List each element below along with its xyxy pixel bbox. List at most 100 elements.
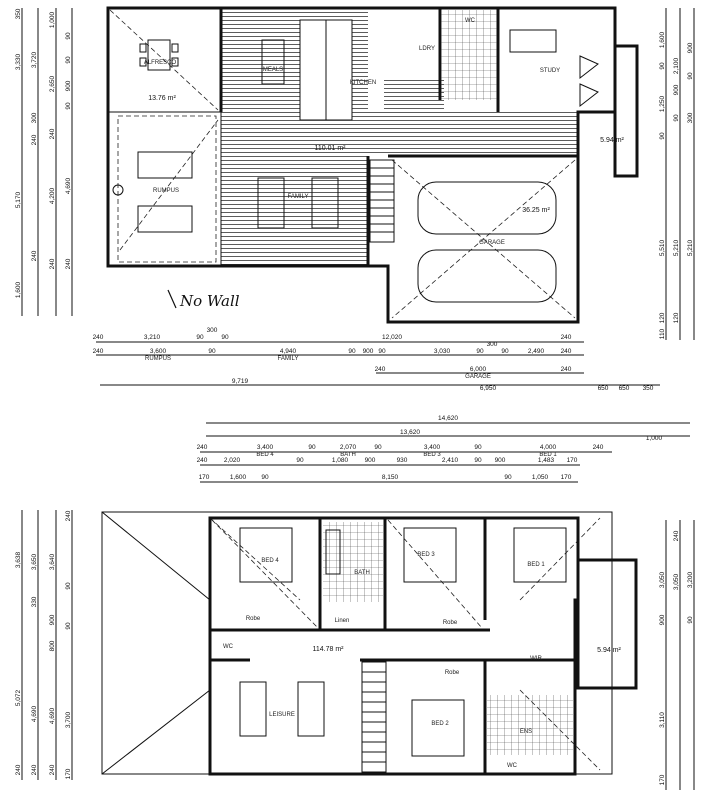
svg-text:3,200: 3,200: [687, 571, 694, 588]
svg-text:900: 900: [49, 614, 56, 625]
svg-text:90: 90: [308, 444, 316, 451]
svg-text:RUMPUS: RUMPUS: [145, 356, 171, 362]
svg-text:90: 90: [687, 72, 694, 80]
svg-text:1,600: 1,600: [15, 281, 22, 298]
svg-text:2,100: 2,100: [673, 57, 680, 74]
svg-text:BED 4: BED 4: [256, 452, 274, 458]
svg-text:3,650: 3,650: [31, 553, 38, 570]
svg-text:240: 240: [375, 366, 386, 373]
bed1-label: BED 1: [527, 562, 545, 568]
svg-text:2,490: 2,490: [528, 348, 545, 355]
svg-text:300: 300: [207, 327, 218, 334]
svg-text:240: 240: [15, 764, 22, 775]
svg-text:330: 330: [31, 596, 38, 607]
bath-tiles: [323, 522, 383, 602]
svg-text:1,600: 1,600: [230, 474, 247, 481]
svg-text:90: 90: [374, 444, 382, 451]
svg-text:2,020: 2,020: [224, 457, 241, 464]
linen-label: Linen: [335, 618, 350, 624]
svg-text:6,000: 6,000: [470, 366, 487, 373]
svg-text:240: 240: [561, 366, 572, 373]
svg-text:300: 300: [687, 112, 694, 123]
svg-text:3,400: 3,400: [424, 444, 441, 451]
svg-text:350: 350: [15, 8, 22, 19]
upper-dash: [211, 519, 483, 629]
upper-dim-row-3: 240 3,400 BED 4 90 2,070 BATH 90 3,400 B…: [197, 444, 604, 458]
kitchen-label: KITCHEN: [350, 80, 376, 86]
svg-text:90: 90: [501, 348, 509, 355]
upper-outer-wall: [208, 516, 580, 776]
porch-wall: [613, 44, 639, 178]
upper-floor-area: 114.78 m²: [313, 646, 345, 653]
leisure-label: LEISURE: [269, 712, 295, 718]
study-label: STUDY: [540, 68, 560, 74]
svg-text:2,650: 2,650: [49, 75, 56, 92]
svg-text:3,030: 3,030: [434, 348, 451, 355]
svg-text:650: 650: [619, 385, 630, 392]
garage-dash: [391, 159, 576, 319]
svg-text:240: 240: [561, 334, 572, 341]
meals-table: [261, 39, 285, 85]
svg-text:1,000: 1,000: [646, 435, 663, 442]
svg-text:5,072: 5,072: [15, 689, 22, 706]
svg-text:BED 1: BED 1: [539, 452, 557, 458]
ens-label: ENS: [520, 729, 532, 735]
note-arrow: [167, 289, 177, 309]
svg-text:240: 240: [197, 457, 208, 464]
alfresco-area: 13.76 m²: [148, 95, 176, 102]
family-label: FAMILY: [288, 194, 309, 200]
svg-text:4,690: 4,690: [49, 707, 56, 724]
upper-dim-row-2: 13,620 1,000: [400, 429, 662, 442]
hatched-hall: [368, 112, 578, 156]
balcony-area: 5.94 m²: [597, 647, 621, 654]
svg-text:930: 930: [397, 457, 408, 464]
no-wall-note: No Wall: [179, 292, 240, 310]
bed2-label: BED 2: [431, 721, 449, 727]
svg-text:12,020: 12,020: [382, 334, 402, 341]
svg-text:900: 900: [687, 42, 694, 53]
svg-text:BED 3: BED 3: [423, 452, 441, 458]
svg-text:3,050: 3,050: [659, 571, 666, 588]
ground-dim-row-2: 240 3,600 RUMPUS 90 4,940 FAMILY 90 900 …: [93, 341, 572, 362]
svg-text:4,690: 4,690: [65, 177, 72, 194]
svg-text:90: 90: [476, 348, 484, 355]
svg-text:120: 120: [659, 312, 666, 323]
upper-stairs: [361, 661, 387, 773]
svg-text:1,080: 1,080: [332, 457, 349, 464]
svg-text:240: 240: [561, 348, 572, 355]
svg-text:4,200: 4,200: [49, 187, 56, 204]
rumpus-dash-box: [117, 115, 217, 263]
svg-text:240: 240: [49, 128, 56, 139]
svg-text:3,600: 3,600: [150, 348, 167, 355]
svg-text:8,150: 8,150: [382, 474, 399, 481]
svg-text:90: 90: [348, 348, 356, 355]
svg-text:900: 900: [495, 457, 506, 464]
svg-text:3,330: 3,330: [15, 53, 22, 70]
svg-text:240: 240: [673, 530, 680, 541]
robe-bed2-label: Robe: [445, 670, 460, 676]
wc-label: WC: [465, 18, 476, 24]
ground-floor-area: 110.01 m²: [315, 145, 347, 152]
svg-text:1,050: 1,050: [532, 474, 549, 481]
upper-right-dims: 240 3,050 3,050 900 90 3,200 3,110 170: [659, 520, 695, 790]
svg-text:300: 300: [487, 341, 498, 348]
svg-text:90: 90: [673, 114, 680, 122]
upper-floor-plan: 14,620 13,620 1,000 240 3,400 BED 4 90 2…: [15, 415, 695, 790]
garage-area: 36.25 m²: [522, 207, 550, 214]
ground-dim-row-4: 9,719 6,950 650 650 350: [232, 378, 654, 392]
alfresco-dash: [109, 9, 219, 111]
svg-text:9,719: 9,719: [232, 378, 249, 385]
kitchen-island: [299, 19, 331, 121]
svg-text:3,700: 3,700: [65, 711, 72, 728]
svg-text:120: 120: [673, 312, 680, 323]
svg-text:3,640: 3,640: [49, 553, 56, 570]
svg-text:90: 90: [221, 334, 229, 341]
svg-text:90: 90: [687, 616, 694, 624]
study-desk: [509, 29, 599, 108]
wc-upper-right-label: WC: [507, 763, 518, 769]
svg-text:3,110: 3,110: [659, 712, 666, 728]
svg-text:240: 240: [65, 258, 72, 269]
svg-text:800: 800: [49, 640, 56, 651]
upper-dim-row-5: 170 1,600 90 8,150 90 1,050 170: [199, 474, 572, 481]
alfresco-label: ALFRESCO: [144, 60, 177, 66]
